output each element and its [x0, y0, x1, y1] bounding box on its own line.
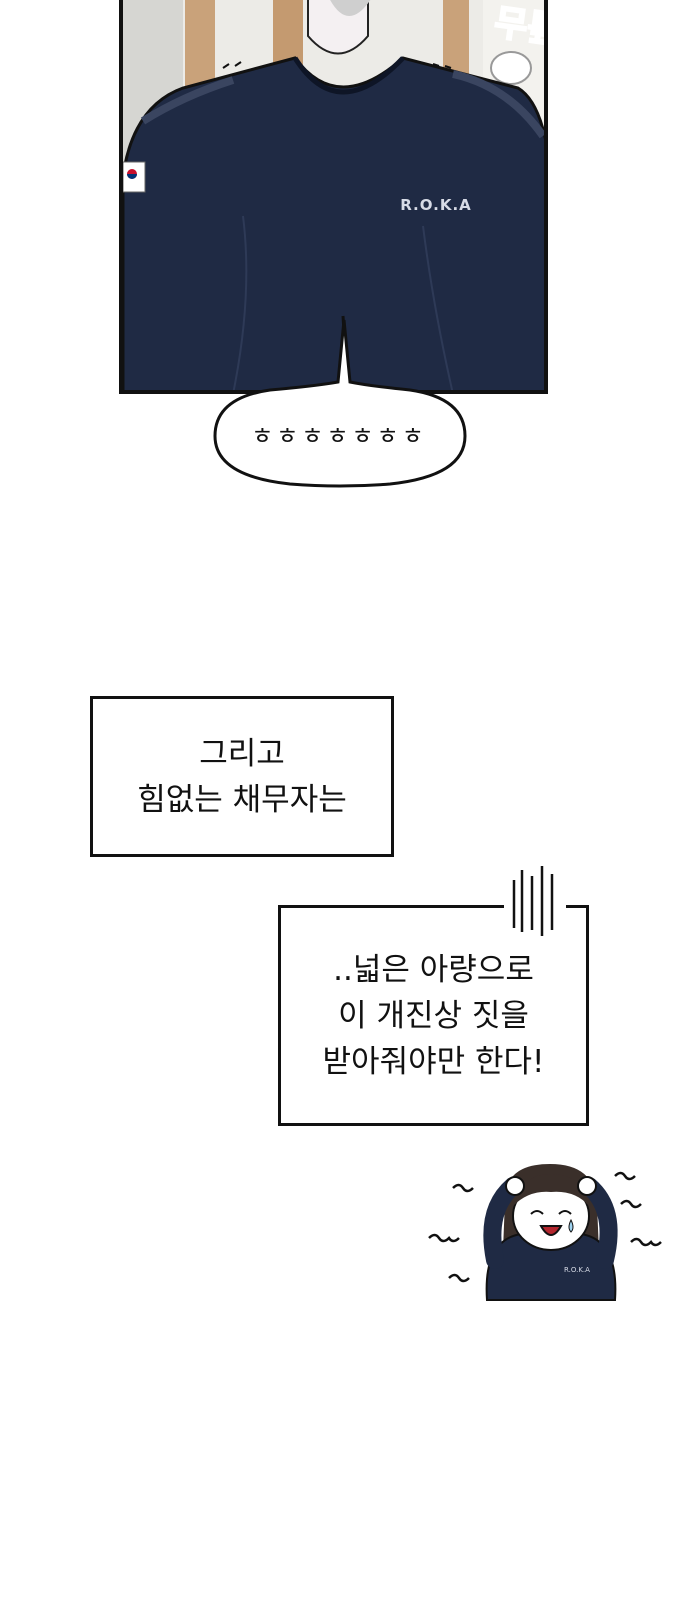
taegukgi-icon — [123, 161, 146, 193]
chin-shadow — [330, 0, 371, 16]
speech-bubble — [213, 319, 467, 488]
left-shoulder-seam — [140, 76, 235, 125]
right-eye — [558, 1210, 572, 1215]
narration-box-1: 그리고 힘없는 채무자는 — [90, 696, 394, 857]
speech-bubble-text: ㅎㅎㅎㅎㅎㅎㅎ — [251, 421, 427, 450]
right-shoulder-seam — [452, 70, 544, 139]
shake-lines-icon — [504, 866, 566, 936]
collar — [292, 56, 405, 95]
navy-shirt — [123, 56, 544, 390]
sfx-text: 무릎 — [492, 2, 548, 52]
narration-line: 그리고 — [199, 735, 285, 772]
panel-artwork: R.O.K.A 무릎 — [123, 0, 548, 390]
narration-box-2: ..넓은 아량으로 이 개진상 짓을 받아줘야만 한다! — [278, 905, 589, 1126]
narration-line: 이 개진상 짓을 — [338, 997, 529, 1034]
narration-line: 힘없는 채무자는 — [137, 781, 347, 818]
chibi-shirt-text: R.O.K.A — [564, 1266, 590, 1274]
mouth — [539, 1225, 563, 1236]
speech-bubble-shape — [213, 319, 467, 488]
manga-panel: R.O.K.A 무릎 — [119, 0, 548, 394]
narration-line: 받아줘야만 한다! — [322, 1043, 545, 1080]
tear-drop-icon — [568, 1218, 574, 1233]
narration-line: ..넓은 아량으로 — [333, 951, 534, 988]
shirt-logo-text: R.O.K.A — [400, 196, 472, 214]
toilet-icon — [490, 51, 532, 85]
left-hand — [505, 1176, 525, 1196]
fold-line — [232, 215, 248, 390]
bangs — [513, 1174, 589, 1206]
stress-squiggle-icon — [428, 1171, 662, 1283]
right-hand — [577, 1176, 597, 1196]
chibi-character: R.O.K.A — [428, 1164, 662, 1301]
left-eye — [530, 1210, 544, 1215]
motion-marks — [222, 61, 452, 69]
fold-line — [422, 225, 454, 390]
